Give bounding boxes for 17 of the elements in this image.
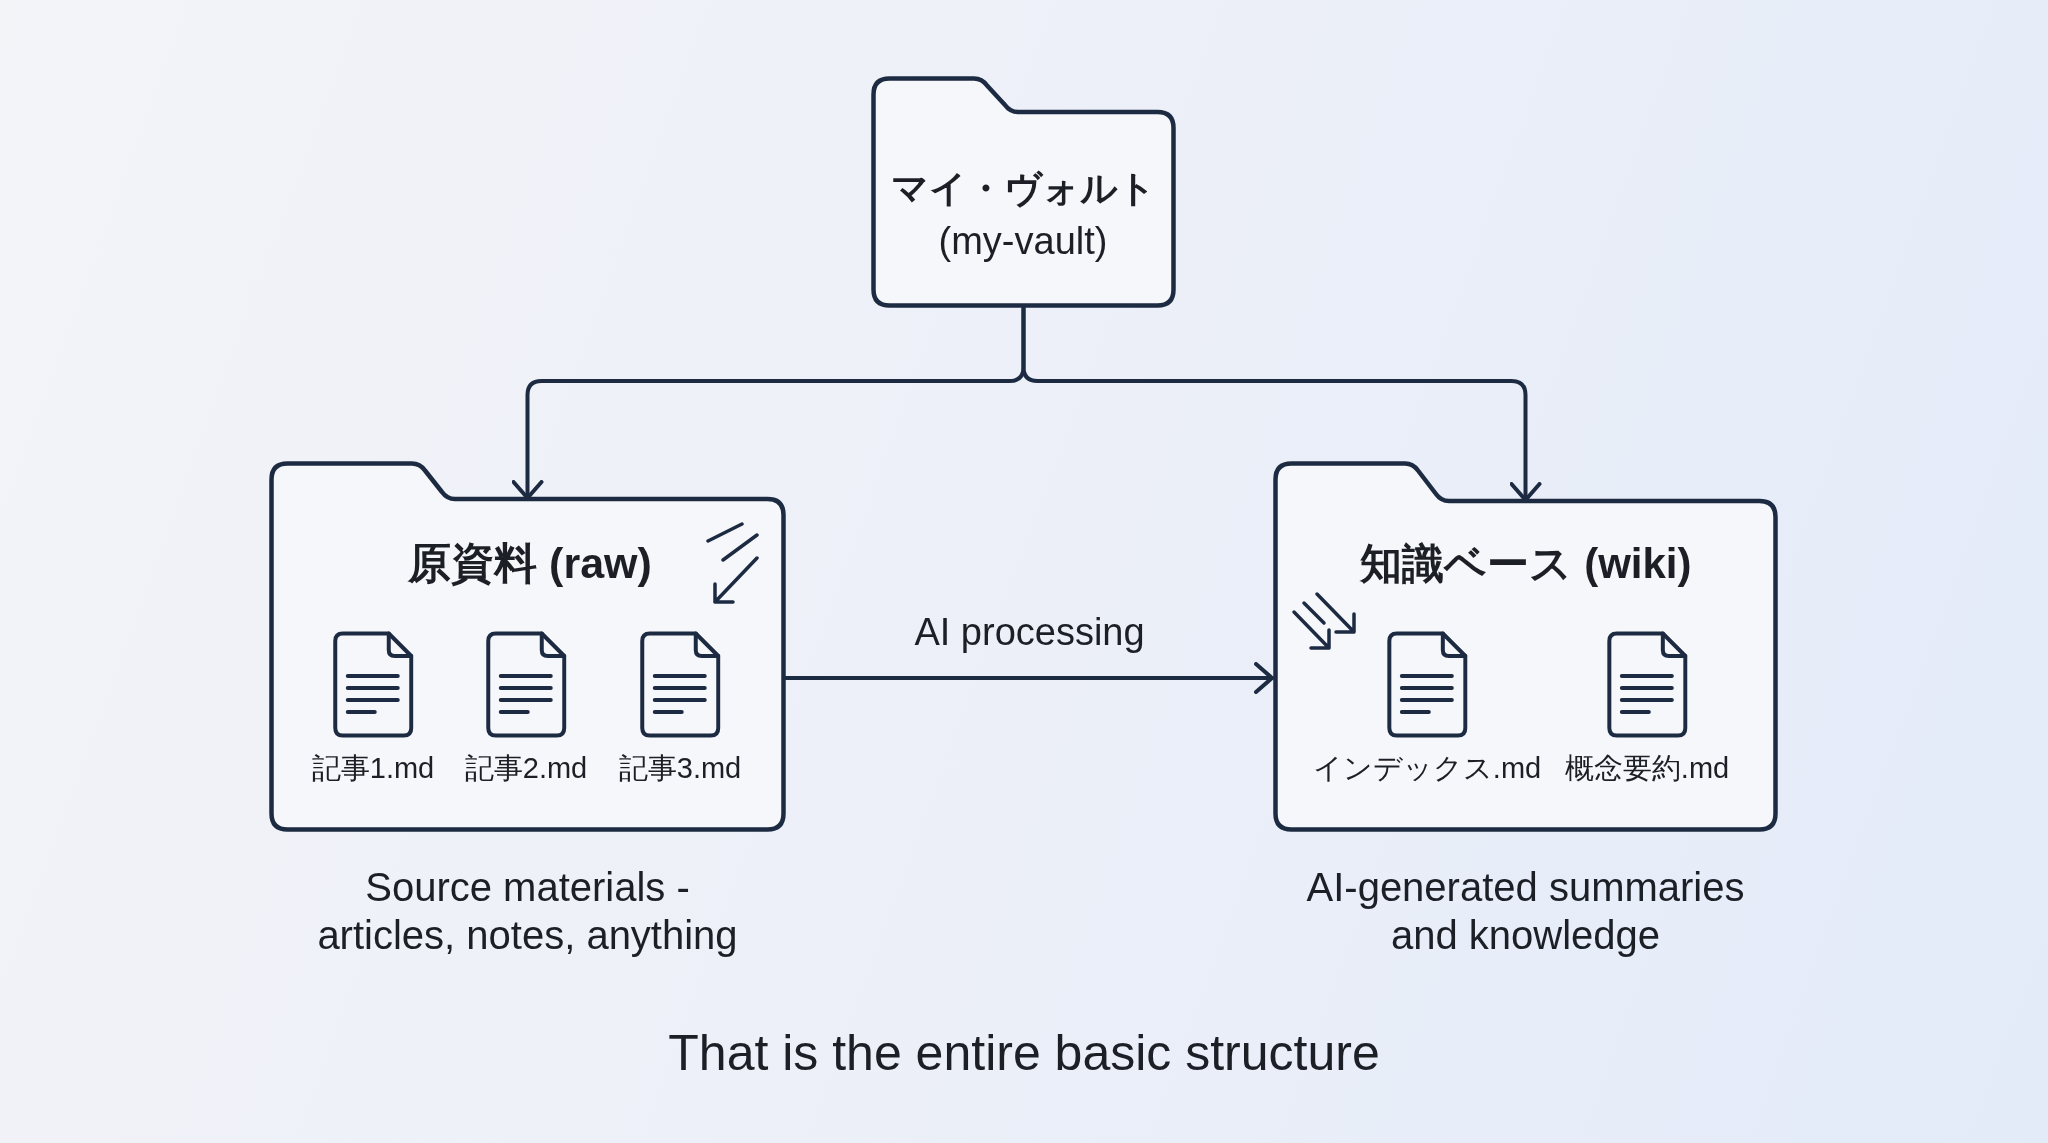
folder-title: 知識ベース (wiki) [1360, 539, 1692, 589]
file-name: 記事1.md [311, 751, 435, 786]
edge-label: AI processing [914, 611, 1145, 655]
folder-title: 原資料 (raw) [408, 539, 652, 589]
folder [269, 461, 786, 832]
folder [1273, 461, 1778, 832]
folder-subtitle: (my-vault) [938, 220, 1108, 264]
file-name: 記事2.md [464, 751, 588, 786]
arrow [784, 662, 1274, 694]
file-name: 概念要約.md [1564, 751, 1730, 786]
caption: That is the entire basic structure [668, 1025, 1380, 1083]
file-name: 記事3.md [618, 751, 742, 786]
file-name: インデックス.md [1312, 751, 1542, 786]
folder-description: Source materials - articles, notes, anything [316, 864, 739, 959]
folder-description: AI-generated summaries and knowledge [1305, 864, 1746, 959]
folder-title: マイ・ヴォルト [890, 167, 1156, 211]
folder [871, 76, 1176, 308]
